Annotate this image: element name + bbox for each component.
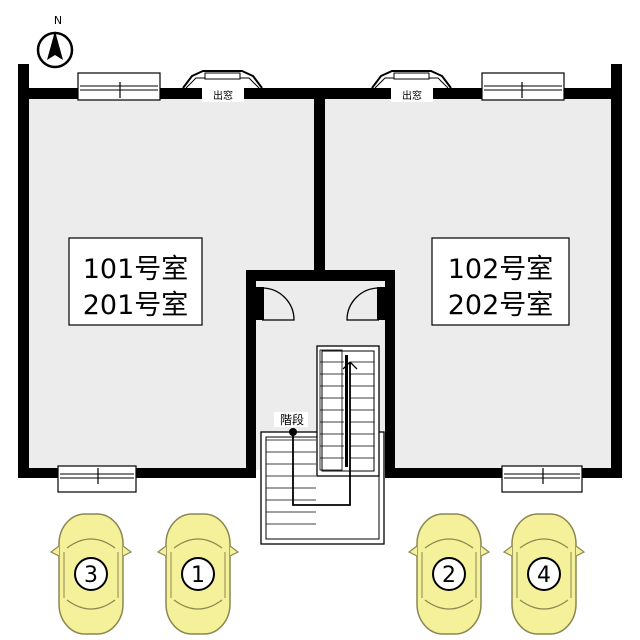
stairs-label: 階段 <box>280 412 304 427</box>
unit-label-line1: 101号室 <box>83 254 189 285</box>
parked-car-2: 2 <box>407 513 491 635</box>
parking-number: 2 <box>442 563 456 588</box>
car-mirrors <box>502 545 586 557</box>
north-compass: N <box>36 14 74 69</box>
parked-car-4: 4 <box>502 513 586 635</box>
car-side-lines <box>170 552 226 598</box>
bay-window-right: 出窓 <box>371 70 452 102</box>
unit-label-line2: 201号室 <box>83 290 189 321</box>
parked-car-1: 1 <box>156 513 240 635</box>
bay-window-label: 出窓 <box>402 89 422 102</box>
window-top-right <box>481 72 565 101</box>
window-bottom-left <box>57 465 137 493</box>
stair-start-marker <box>289 428 297 436</box>
car-side-lines <box>63 552 119 598</box>
car-mirrors <box>156 545 240 557</box>
unit-label-left: 101号室 201号室 <box>68 237 203 326</box>
car-rear-window <box>424 599 474 610</box>
parking-number-circle <box>432 557 466 591</box>
car-rear-window <box>519 599 569 610</box>
car-rear-window <box>66 599 116 610</box>
parking-number-circle <box>74 557 108 591</box>
bay-window-label: 出窓 <box>213 89 233 102</box>
unit-label-right: 102号室 202号室 <box>431 237 570 326</box>
unit-label-line2: 202号室 <box>448 290 554 321</box>
parking-number: 1 <box>191 563 205 588</box>
staircase: 階段 <box>260 345 385 545</box>
north-arrow-icon <box>47 31 63 60</box>
parked-car-3: 3 <box>49 513 133 635</box>
window-bottom-right <box>501 465 583 493</box>
car-side-lines <box>421 552 477 598</box>
car-windshield <box>424 538 474 549</box>
car-rear-window <box>173 599 223 610</box>
parking-area: 3 1 2 4 <box>49 513 586 635</box>
stair-door-right <box>346 287 385 321</box>
car-mirrors <box>49 545 133 557</box>
car-mirrors <box>407 545 491 557</box>
car-windshield <box>173 538 223 549</box>
window-top-left <box>77 72 161 101</box>
parking-number-circle <box>527 557 561 591</box>
north-label: N <box>54 14 62 27</box>
parking-number: 3 <box>84 563 98 588</box>
parking-number-circle <box>181 557 215 591</box>
car-windshield <box>519 538 569 549</box>
bay-window-left: 出窓 <box>182 70 263 102</box>
car-windshield <box>66 538 116 549</box>
stair-door-left <box>256 287 295 321</box>
parking-number: 4 <box>537 563 551 588</box>
car-side-lines <box>516 552 572 598</box>
unit-label-line1: 102号室 <box>448 254 554 285</box>
